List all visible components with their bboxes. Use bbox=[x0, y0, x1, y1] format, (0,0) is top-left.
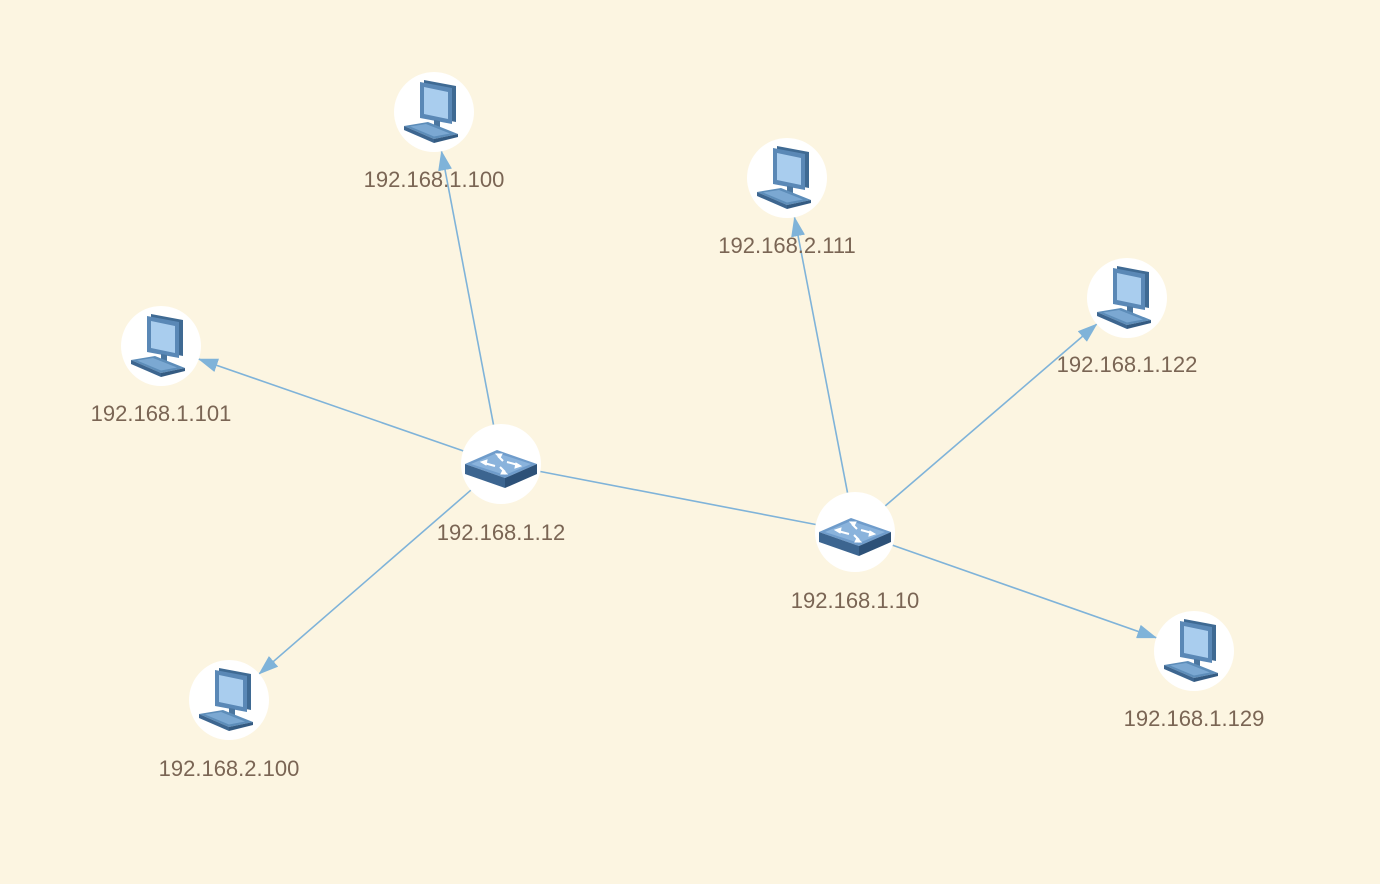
node-label: 192.168.1.10 bbox=[791, 588, 919, 613]
node-label: 192.168.1.12 bbox=[437, 520, 565, 545]
nodes-layer: 192.168.1.12 192.168.1.10 192.168.1.100 192… bbox=[91, 72, 1265, 781]
computer-node-pc2100[interactable]: 192.168.2.100 bbox=[159, 660, 300, 781]
switch-node-sw12[interactable]: 192.168.1.12 bbox=[437, 424, 565, 545]
computer-node-pc101[interactable]: 192.168.1.101 bbox=[91, 306, 232, 426]
computer-node-pc129[interactable]: 192.168.1.129 bbox=[1124, 611, 1265, 731]
edge-sw10-pc129 bbox=[892, 544, 1158, 639]
computer-node-pc2111[interactable]: 192.168.2.111 bbox=[718, 138, 856, 258]
edge-sw12-pc2100 bbox=[258, 489, 472, 675]
node-label: 192.168.2.111 bbox=[718, 233, 855, 258]
node-label: 192.168.1.100 bbox=[364, 167, 505, 192]
edge-sw10-pc2111 bbox=[791, 216, 849, 493]
edge-sw12-sw10 bbox=[540, 470, 816, 526]
edges-layer bbox=[197, 150, 1158, 675]
computer-node-pc122[interactable]: 192.168.1.122 bbox=[1057, 258, 1198, 377]
node-label: 192.168.1.101 bbox=[91, 401, 232, 426]
switch-node-sw10[interactable]: 192.168.1.10 bbox=[791, 492, 919, 613]
computer-node-pc100[interactable]: 192.168.1.100 bbox=[364, 72, 505, 192]
node-label: 192.168.1.129 bbox=[1124, 706, 1265, 731]
edge-sw12-pc101 bbox=[197, 358, 464, 452]
edge-sw12-pc100 bbox=[438, 150, 495, 425]
node-label: 192.168.1.122 bbox=[1057, 352, 1198, 377]
edge-sw10-pc122 bbox=[884, 323, 1098, 507]
node-label: 192.168.2.100 bbox=[159, 756, 300, 781]
